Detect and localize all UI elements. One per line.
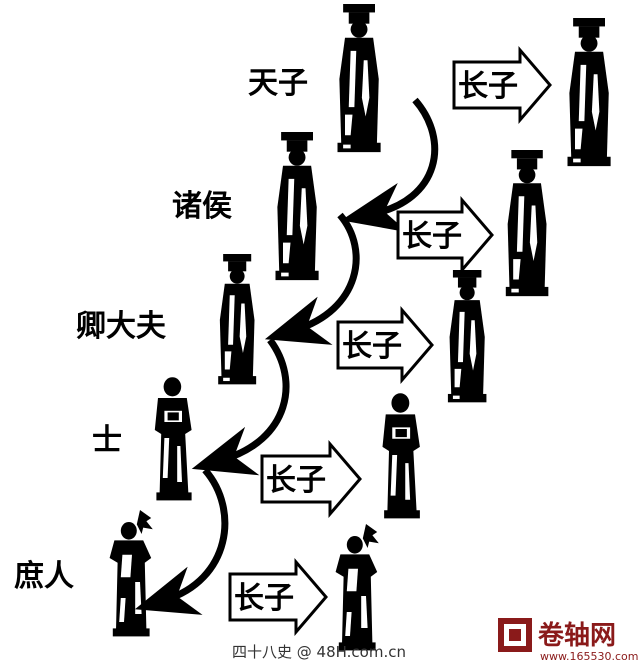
figure-icon: [382, 393, 420, 519]
rank-label-tianzi: 天子: [248, 66, 308, 101]
rank-label-qingdaifu: 卿大夫: [76, 309, 167, 344]
figure-icon: [218, 254, 257, 385]
block-arrow-icon: 长子: [336, 305, 434, 385]
block-arrow-icon: 长子: [452, 45, 552, 125]
rank-label-zhuhou: 诸侯: [172, 189, 232, 224]
rank-label-shuren: 庶人: [14, 559, 74, 594]
heir-label: 长子: [342, 329, 402, 364]
figure-icon: [275, 132, 319, 281]
heir-label: 长子: [234, 581, 294, 616]
logo-text: 卷轴网: [538, 621, 616, 651]
figure-icon: [154, 377, 192, 501]
figure-icon: [337, 4, 381, 153]
figure-icon: [335, 524, 379, 651]
heir-label: 长子: [266, 463, 326, 498]
logo-url: www.165530.com: [540, 650, 638, 663]
block-arrow-icon: 长子: [228, 557, 328, 637]
figure-icon: [505, 150, 549, 297]
site-logo: 卷轴网 www.165530.com: [498, 618, 638, 663]
figure-icon: [447, 270, 487, 403]
block-arrow-icon: 长子: [396, 195, 494, 275]
rank-label-shi: 士: [92, 423, 122, 458]
heir-label: 长子: [458, 69, 518, 104]
curved-arrow-icon: [264, 212, 360, 345]
figure-icon: [109, 510, 153, 637]
curved-arrow-icon: [191, 337, 290, 476]
block-arrow-icon: 长子: [260, 439, 362, 519]
curved-arrow-icon: [341, 97, 439, 233]
figure-icon: [567, 18, 611, 167]
curved-arrow-icon: [134, 467, 229, 615]
heir-label: 长子: [402, 219, 462, 254]
source-caption: 四十八史 @ 48H.com.cn: [232, 643, 406, 661]
